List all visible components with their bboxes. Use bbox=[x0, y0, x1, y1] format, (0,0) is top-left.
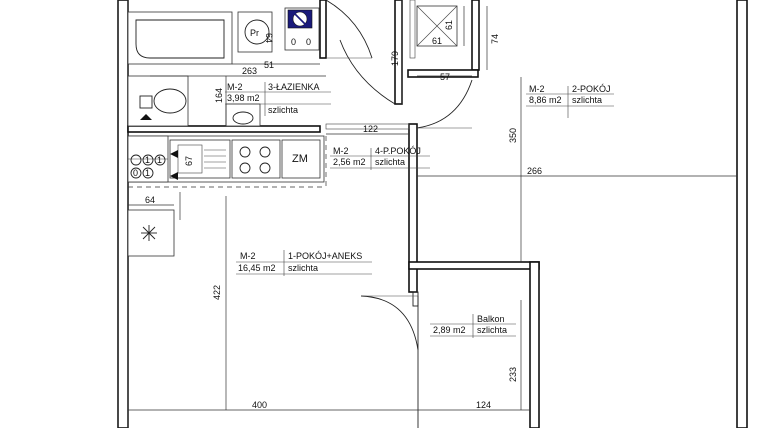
dimension-label: 400 bbox=[252, 400, 267, 410]
meter-value: 0 bbox=[291, 37, 296, 47]
svg-text:szlichta: szlichta bbox=[375, 157, 405, 167]
dimension-label: 61 bbox=[432, 36, 442, 46]
washing-machine bbox=[237, 11, 273, 53]
room2-bottom-wall bbox=[408, 261, 540, 270]
meter-value: 1 bbox=[157, 155, 162, 165]
room-label-pokoj1: M-2 1-POKÓJ+ANEKS 16,45 m2 szlichta bbox=[236, 250, 372, 276]
svg-text:M-2: M-2 bbox=[529, 84, 545, 94]
door-swing[interactable] bbox=[339, 39, 396, 105]
dimension-label: 422 bbox=[212, 285, 222, 300]
meter-value: 0 bbox=[133, 168, 138, 178]
bathroom-bottom-wall bbox=[127, 125, 321, 133]
svg-text:16,45 m2: 16,45 m2 bbox=[238, 263, 276, 273]
stove bbox=[231, 139, 281, 179]
dimension-label: 263 bbox=[242, 66, 257, 76]
room-label-przedpokoj: M-2 4-P.POKÓJ 2,56 m2 szlichta bbox=[330, 146, 430, 170]
pr-label: Pr bbox=[250, 28, 259, 38]
arrow-icon bbox=[170, 172, 178, 180]
toilet-box bbox=[127, 75, 189, 127]
svg-text:szlichta: szlichta bbox=[288, 263, 318, 273]
svg-text:3-ŁAZIENKA: 3-ŁAZIENKA bbox=[268, 82, 320, 92]
washbasin bbox=[225, 103, 261, 127]
bathroom-door-swing[interactable] bbox=[325, 0, 373, 59]
room2-door-swing[interactable] bbox=[416, 79, 473, 129]
burner-icon bbox=[259, 146, 271, 158]
dimension-label: 164 bbox=[214, 88, 224, 103]
dimension-label: 57 bbox=[440, 72, 450, 82]
dimension-label: 67 bbox=[184, 156, 194, 166]
meter-value: 1 bbox=[145, 155, 150, 165]
burner-icon bbox=[259, 162, 271, 174]
dimension-label: 266 bbox=[527, 166, 542, 176]
dimension-label: 61 bbox=[444, 20, 454, 30]
svg-text:8,86 m2: 8,86 m2 bbox=[529, 95, 562, 105]
right-exterior-wall bbox=[736, 0, 748, 428]
svg-text:M-2: M-2 bbox=[333, 146, 349, 156]
dimension-label: 233 bbox=[508, 367, 518, 382]
room-label-pokoj2: M-2 2-POKÓJ 8,86 m2 szlichta bbox=[526, 84, 614, 118]
boiler-number: 64 bbox=[264, 33, 274, 43]
svg-text:szlichta: szlichta bbox=[572, 95, 602, 105]
toilet bbox=[153, 88, 187, 114]
svg-text:4-P.POKÓJ: 4-P.POKÓJ bbox=[375, 146, 421, 156]
arrow-icon bbox=[170, 150, 178, 158]
dimension-label: 124 bbox=[476, 400, 491, 410]
room-label-lazienka: M-2 3-ŁAZIENKA 3,98 m2 szlichta bbox=[225, 82, 331, 116]
fridge bbox=[281, 139, 321, 179]
balcony-door-swing[interactable] bbox=[360, 295, 419, 351]
svg-text:Balkon: Balkon bbox=[477, 314, 505, 324]
svg-text:2-POKÓJ: 2-POKÓJ bbox=[572, 84, 611, 94]
bathroom-right-wall-upper bbox=[319, 0, 327, 59]
meter-value: 0 bbox=[306, 37, 311, 47]
burner-icon bbox=[239, 162, 251, 174]
svg-text:1-POKÓJ+ANEKS: 1-POKÓJ+ANEKS bbox=[288, 251, 362, 261]
arrow-icon bbox=[140, 114, 152, 120]
svg-text:szlichta: szlichta bbox=[477, 325, 507, 335]
svg-text:2,56 m2: 2,56 m2 bbox=[333, 157, 366, 167]
svg-text:3,98 m2: 3,98 m2 bbox=[227, 93, 260, 103]
dimension-label: 64 bbox=[145, 195, 155, 205]
svg-text:2,89 m2: 2,89 m2 bbox=[433, 325, 466, 335]
room-label-balkon: Balkon 2,89 m2 szlichta bbox=[430, 314, 516, 338]
dimension-label: 122 bbox=[363, 124, 378, 134]
dimension-label: 179 bbox=[390, 51, 400, 66]
svg-text:M-2: M-2 bbox=[240, 251, 256, 261]
dimension-label: 51 bbox=[264, 60, 274, 70]
bathtub bbox=[127, 11, 233, 65]
shaft-bottom-wall bbox=[407, 69, 479, 78]
kitchen-sink bbox=[169, 139, 231, 179]
svg-text:szlichta: szlichta bbox=[268, 105, 298, 115]
svg-text:M-2: M-2 bbox=[227, 82, 243, 92]
left-exterior-wall bbox=[117, 0, 129, 428]
dimension-label: 74 bbox=[490, 34, 500, 44]
dimension-label: 350 bbox=[508, 128, 518, 143]
meter-value: 1 bbox=[145, 168, 150, 178]
burner-icon bbox=[239, 146, 251, 158]
shaft-wall bbox=[471, 0, 480, 71]
fridge-label: ZM bbox=[292, 153, 308, 165]
balcony-right-wall bbox=[529, 261, 540, 428]
